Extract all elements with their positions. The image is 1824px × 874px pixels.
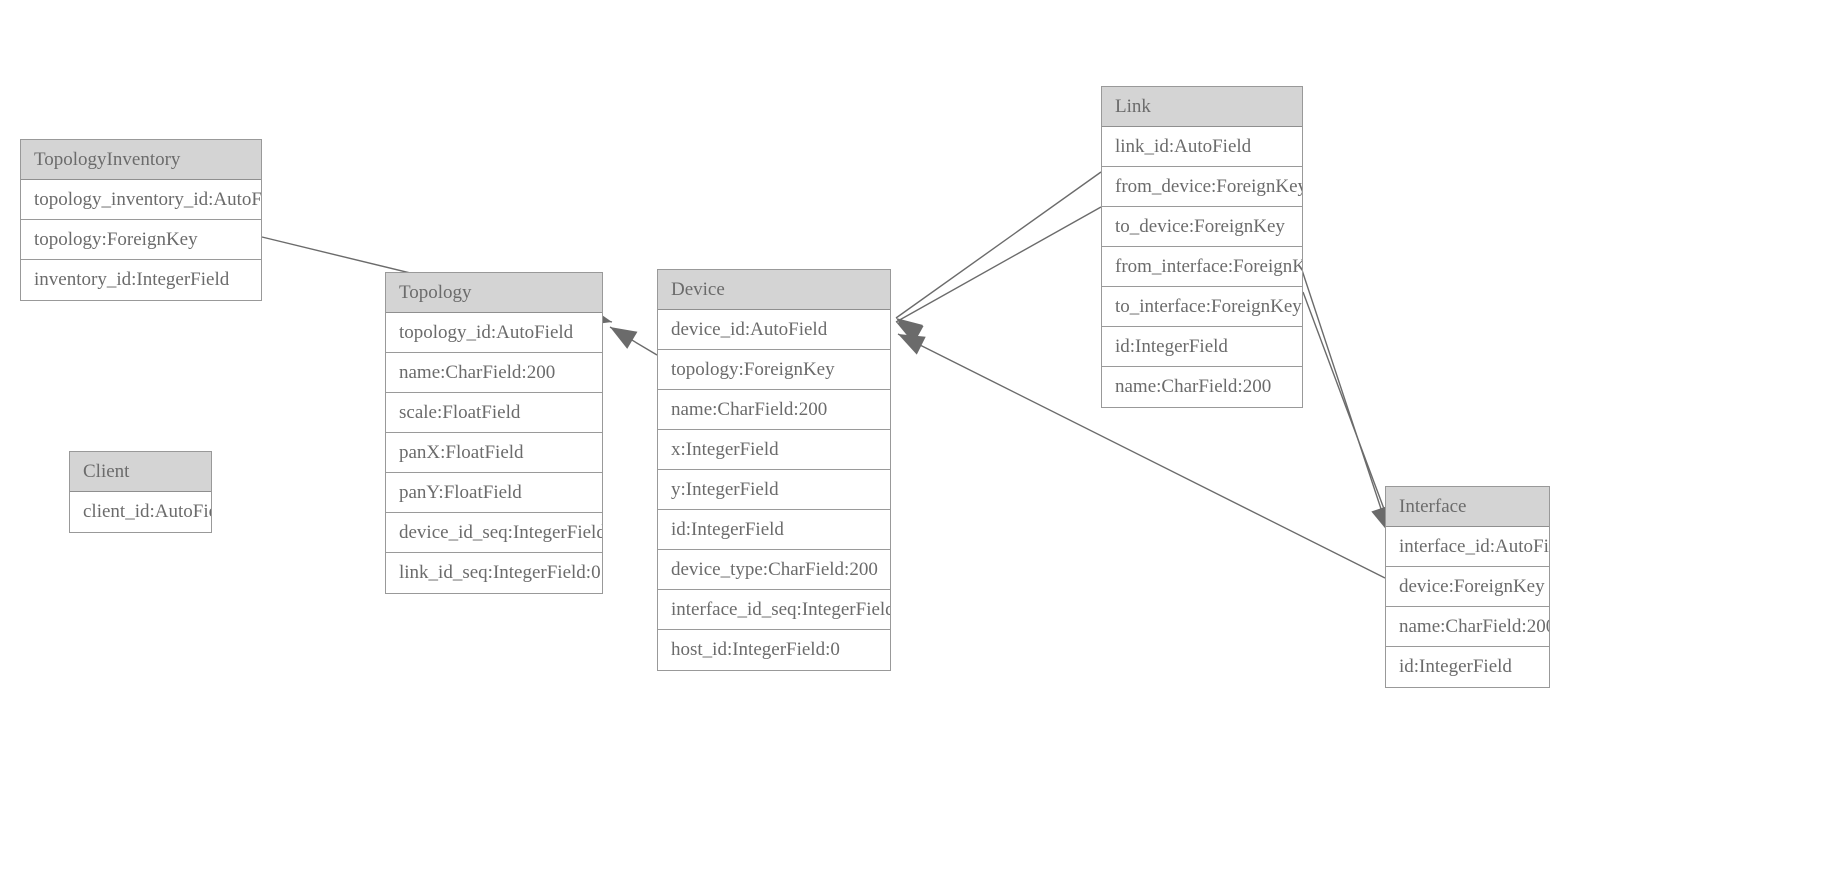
entity-field: name:CharField:200 xyxy=(658,390,890,430)
entity-field: device:ForeignKey xyxy=(1386,567,1549,607)
entity-title-device: Device xyxy=(658,270,890,310)
entity-field: link_id:AutoField xyxy=(1102,127,1302,167)
rel-device-topology xyxy=(609,326,658,356)
entity-field: interface_id_seq:IntegerField:0 xyxy=(658,590,890,630)
entity-field: device_id:AutoField xyxy=(658,310,890,350)
entity-title-client: Client xyxy=(70,452,211,492)
entity-field: x:IntegerField xyxy=(658,430,890,470)
entity-field: name:CharField:200 xyxy=(1102,367,1302,407)
entity-field: link_id_seq:IntegerField:0 xyxy=(386,553,602,593)
entity-field: y:IntegerField xyxy=(658,470,890,510)
relationship-line xyxy=(1297,257,1390,534)
entity-field: from_interface:ForeignKey xyxy=(1102,247,1302,287)
relationship-line xyxy=(1302,291,1394,534)
entity-field: topology:ForeignKey xyxy=(658,350,890,390)
entity-field: inventory_id:IntegerField xyxy=(21,260,261,300)
entity-field: scale:FloatField xyxy=(386,393,602,433)
entity-field: host_id:IntegerField:0 xyxy=(658,630,890,670)
entity-title-topology: Topology xyxy=(386,273,602,313)
entity-field: client_id:AutoField xyxy=(70,492,211,532)
entity-title-topology_inventory: TopologyInventory xyxy=(21,140,261,180)
entity-field: device_id_seq:IntegerField:0 xyxy=(386,513,602,553)
entity-field: from_device:ForeignKey xyxy=(1102,167,1302,207)
relationship-arrowhead xyxy=(896,318,923,342)
rel-link-from-device xyxy=(895,171,1102,342)
entity-field: device_type:CharField:200 xyxy=(658,550,890,590)
entity-field: topology_inventory_id:AutoField xyxy=(21,180,261,220)
entity-title-link: Link xyxy=(1102,87,1302,127)
entity-field: name:CharField:200 xyxy=(1386,607,1549,647)
entity-field: to_interface:ForeignKey xyxy=(1102,287,1302,327)
entity-field: id:IntegerField xyxy=(658,510,890,550)
entity-field: topology_id:AutoField xyxy=(386,313,602,353)
entity-field: topology:ForeignKey xyxy=(21,220,261,260)
rel-link-to-device xyxy=(895,206,1102,344)
relationship-arrowhead xyxy=(898,334,926,355)
entity-field: id:IntegerField xyxy=(1102,327,1302,367)
entity-field: name:CharField:200 xyxy=(386,353,602,393)
relationship-arrowhead xyxy=(610,327,638,349)
relationship-line xyxy=(609,326,658,356)
entity-field: panY:FloatField xyxy=(386,473,602,513)
entity-field: to_device:ForeignKey xyxy=(1102,207,1302,247)
relationship-line xyxy=(895,171,1102,319)
entity-field: panX:FloatField xyxy=(386,433,602,473)
entity-interface[interactable]: Interfaceinterface_id:AutoFielddevice:Fo… xyxy=(1385,486,1550,688)
rel-link-from-interface xyxy=(1297,257,1391,534)
entity-field: interface_id:AutoField xyxy=(1386,527,1549,567)
entity-field: id:IntegerField xyxy=(1386,647,1549,687)
relationship-line xyxy=(895,206,1102,323)
relationship-arrowhead xyxy=(896,322,924,344)
entity-title-interface: Interface xyxy=(1386,487,1549,527)
